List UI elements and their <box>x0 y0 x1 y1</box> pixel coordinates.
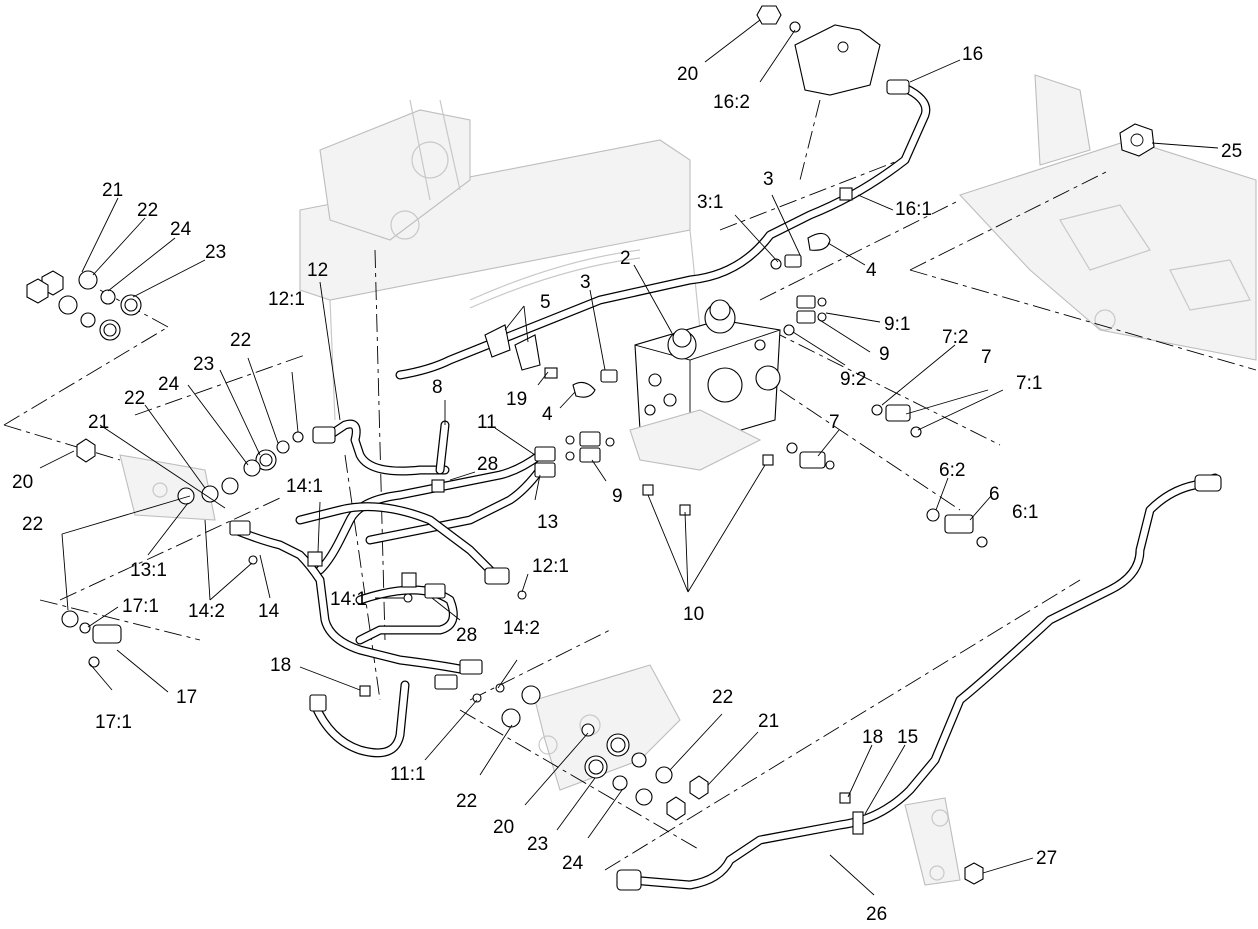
callout-9-1: 9:1 <box>884 314 910 335</box>
callout-17-1-b: 17:1 <box>95 712 132 733</box>
callout-25: 25 <box>1221 141 1242 162</box>
callout-11: 11 <box>477 412 497 433</box>
callout-7-b: 7 <box>829 412 840 433</box>
callout-22-d: 22 <box>22 514 43 535</box>
callout-19: 19 <box>506 389 527 410</box>
callout-6-2: 6:2 <box>939 460 965 481</box>
callout-22-b: 22 <box>230 330 251 351</box>
callout-9-b: 9 <box>612 486 623 507</box>
leader-lines <box>39 19 1219 896</box>
callout-14-1-b: 14:1 <box>330 589 367 610</box>
callout-2: 2 <box>620 248 631 269</box>
callout-22-e: 22 <box>712 687 733 708</box>
callout-21-b: 21 <box>88 412 109 433</box>
callout-21-c: 21 <box>758 711 779 732</box>
callout-23-c: 23 <box>527 834 548 855</box>
callout-4-b: 4 <box>542 404 553 425</box>
callout-20-top: 20 <box>677 64 698 85</box>
callout-13: 13 <box>537 512 558 533</box>
callout-4-a: 4 <box>866 260 877 281</box>
callout-7-2: 7:2 <box>942 327 968 348</box>
callout-26: 26 <box>866 904 887 925</box>
callout-12-1-b: 12:1 <box>532 556 569 577</box>
callout-6: 6 <box>989 484 1000 505</box>
valve-block <box>629 299 781 471</box>
callout-28-a: 28 <box>477 454 498 475</box>
callout-15: 15 <box>897 727 918 748</box>
callout-27: 27 <box>1036 848 1057 869</box>
callout-24-c: 24 <box>562 853 584 874</box>
callout-18-a: 18 <box>270 655 291 676</box>
callout-21-a: 21 <box>102 180 123 201</box>
callout-14-1-a: 14:1 <box>286 476 323 497</box>
callout-7-a: 7 <box>981 347 992 368</box>
callout-14-2-b: 14:2 <box>503 618 540 639</box>
callout-7-1: 7:1 <box>1016 373 1042 394</box>
callout-18-b: 18 <box>862 727 883 748</box>
callout-22-c: 22 <box>124 388 145 409</box>
background-frame <box>119 74 1257 886</box>
callout-8: 8 <box>432 377 443 398</box>
callout-24-a: 24 <box>170 219 192 240</box>
callout-12-1-a: 12:1 <box>268 289 305 310</box>
callout-20-bot: 20 <box>493 817 514 838</box>
center-lines <box>3 99 1257 871</box>
callout-9-a: 9 <box>879 344 890 365</box>
callout-3-a: 3 <box>763 169 774 190</box>
callout-5: 5 <box>540 292 551 313</box>
callout-23-b: 23 <box>193 354 214 375</box>
callout-16-2: 16:2 <box>713 92 750 113</box>
callout-22-f: 22 <box>456 791 477 812</box>
callout-23-a: 23 <box>205 242 226 263</box>
callout-28-b: 28 <box>456 625 477 646</box>
callout-11-1: 11:1 <box>390 764 426 785</box>
callout-14: 14 <box>258 601 280 622</box>
callout-17-1-a: 17:1 <box>122 596 159 617</box>
callout-12: 12 <box>307 260 328 281</box>
hydraulic-tubes <box>230 83 1220 890</box>
callout-20-mid: 20 <box>12 472 33 493</box>
callout-14-2-a: 14:2 <box>188 601 225 622</box>
fittings <box>26 5 1222 891</box>
callout-22-a: 22 <box>137 200 158 221</box>
callout-3-b: 3 <box>580 272 591 293</box>
callout-labels: 20 16:2 16 25 3 3:1 16:1 4 2 3 12 21 22 … <box>12 44 1242 925</box>
callout-13-1: 13:1 <box>130 560 167 581</box>
callout-24-b: 24 <box>158 374 180 395</box>
callout-10: 10 <box>683 604 704 625</box>
callout-6-1: 6:1 <box>1012 502 1038 523</box>
callout-3-1: 3:1 <box>697 192 723 213</box>
callout-9-2: 9:2 <box>840 369 866 390</box>
callout-17: 17 <box>176 687 197 708</box>
callout-16: 16 <box>962 44 983 65</box>
callout-16-1: 16:1 <box>895 199 932 220</box>
